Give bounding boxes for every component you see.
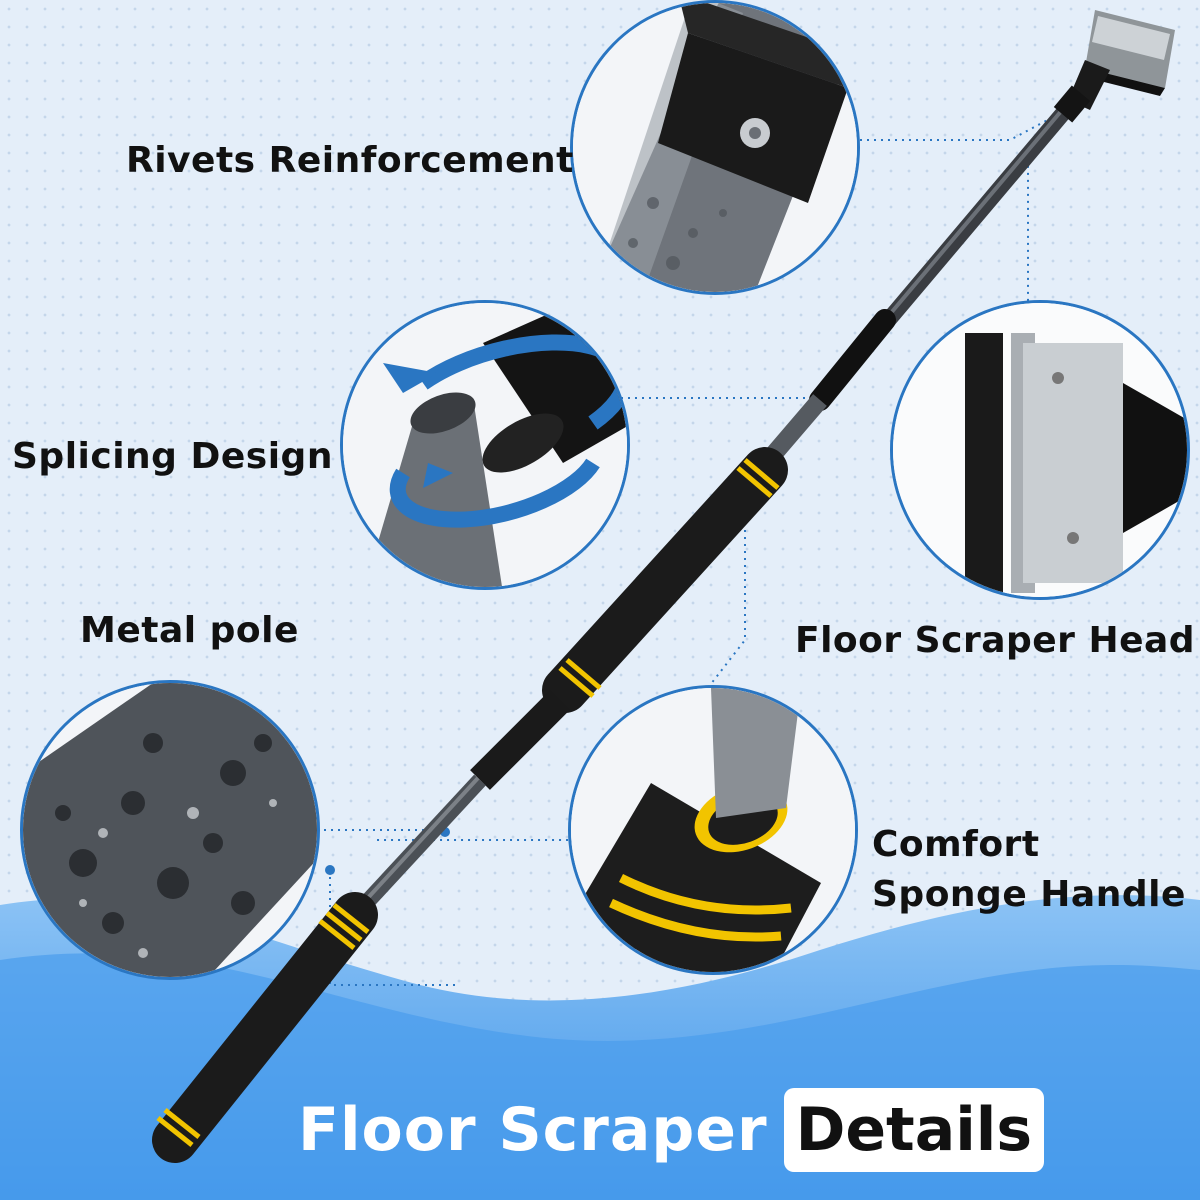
title-highlight-box: Details [783, 1088, 1045, 1172]
metal-pole-detail-circle [20, 680, 320, 980]
rivets-detail-circle [570, 0, 860, 295]
label-rivets-reinforcement: Rivets Reinforcement [126, 140, 574, 181]
sponge-handle-detail-circle [568, 685, 858, 975]
label-metal-pole: Metal pole [80, 610, 299, 651]
label-floor-scraper-head: Floor Scraper Head [795, 620, 1196, 661]
title-main-text: Floor Scraper [298, 1095, 768, 1165]
page-title: Floor Scraper Details [298, 1088, 1045, 1172]
label-sponge-handle: Sponge Handle [872, 874, 1186, 915]
label-splicing-design: Splicing Design [12, 436, 333, 477]
label-comfort: Comfort [872, 824, 1040, 865]
splicing-detail-circle [340, 300, 630, 590]
scraper-head-detail-circle [890, 300, 1190, 600]
